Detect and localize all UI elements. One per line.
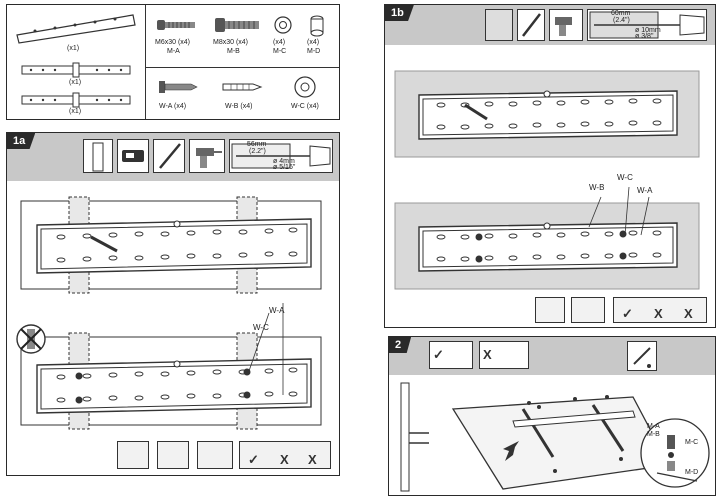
spacer-md-qty: (x4) — [307, 39, 320, 46]
anchor-dia-in: ø 3/8" — [635, 33, 654, 40]
bracket-arm-1 — [21, 62, 131, 78]
verify-ok-mark-1b: ✓ — [622, 306, 633, 321]
correct-mark: ✓ — [433, 347, 444, 362]
lag-bolt-wa-label: W-A (x4) — [159, 103, 187, 110]
callout-wb-1b: W-B — [589, 183, 605, 192]
washer-wc-label: W-C (x4) — [291, 103, 319, 110]
spacer-md-icon — [310, 15, 324, 37]
m6-screw-size: M6x30 (x4) — [155, 39, 191, 46]
verify-result-box: ✓ X X — [239, 441, 331, 469]
drill-bit-diagram-icon — [229, 139, 333, 173]
parts-panel: (x1) (x1) (x1) M6x30 (x4) M-A M8x30 (x4)… — [6, 4, 340, 120]
bracket-side-view — [400, 382, 429, 492]
verify-ok-mark: ✓ — [248, 452, 259, 467]
spacer-md-code: M-D — [307, 48, 321, 55]
verify-drill-icon-1b — [535, 297, 565, 323]
wall-stud-plate-top — [20, 196, 322, 294]
callout-ma-mb: M-A M-B — [647, 423, 660, 438]
pencil-icon — [153, 139, 185, 173]
anchor-wb-icon — [222, 83, 263, 91]
bracket-wall-plate — [16, 14, 136, 44]
drill-icon — [189, 139, 225, 173]
verify-tighten-icon — [197, 441, 233, 469]
stud-icon — [83, 139, 113, 173]
concrete-wall-icon — [485, 9, 513, 41]
bracket-qty-3: (x1) — [69, 108, 82, 115]
callout-mc: M-C — [685, 439, 699, 446]
step-1b-panel: 1b 60mm (2.4") ø 10mm ø 3/8" — [384, 4, 716, 328]
drill-dia-mm: ø 4mm — [273, 158, 295, 165]
lag-bolt-wa-icon — [159, 81, 198, 93]
parts-divider-v — [145, 5, 146, 119]
screwdriver-icon — [627, 341, 657, 371]
bracket-arm-2 — [21, 92, 131, 108]
hardware-zoom-circle — [640, 418, 710, 488]
washer-wc-icon — [294, 76, 316, 98]
washer-mc-icon — [274, 16, 292, 34]
callout-wa-1b: W-A — [637, 186, 653, 195]
stud-finder-icon — [117, 139, 149, 173]
verify-drill-icon — [157, 441, 189, 469]
m8-screw-code: M-B — [227, 48, 240, 55]
washer-mc-qty: (x4) — [273, 39, 286, 46]
no-anchor-warning-icon — [16, 324, 46, 354]
verify-x-mark-2: X — [308, 452, 317, 467]
m8-screw-icon — [215, 18, 259, 32]
callout-md: M-D — [685, 469, 699, 476]
callout-wc-1a: W-C — [253, 323, 269, 332]
wrong-orientation-box: X — [479, 341, 529, 369]
verify-x-mark-1: X — [280, 452, 289, 467]
step-1b-number: 1b — [385, 5, 414, 21]
m6-screw-code: M-A — [167, 48, 180, 55]
verify-x-mark-1b-1: X — [654, 306, 663, 321]
pencil-icon-1b — [517, 9, 545, 41]
anchor-depth-in: (2.4") — [613, 17, 630, 24]
tv-back-illustration — [451, 395, 671, 490]
washer-mc-code: M-C — [273, 48, 287, 55]
anchor-depth-mm: 60mm — [611, 10, 631, 17]
m8-screw-size: M8x30 (x4) — [213, 39, 249, 46]
step-1a-number: 1a — [7, 133, 36, 149]
verify-result-box-1b: ✓ X X — [613, 297, 707, 323]
step-2-number: 2 — [389, 337, 412, 353]
anchor-depth-diagram-icon — [587, 9, 707, 41]
m6-screw-icon — [157, 20, 195, 30]
bracket-qty-2: (x1) — [69, 79, 82, 86]
drill-depth-mm: 56mm — [247, 141, 267, 148]
wrong-mark: X — [483, 347, 492, 362]
bracket-qty-1: (x1) — [67, 45, 80, 52]
anchor-dia-mm: ø 10mm — [635, 27, 661, 34]
anchor-wb-label: W-B (x4) — [225, 103, 253, 110]
verify-x-mark-1b-2: X — [684, 306, 693, 321]
concrete-plate-top — [394, 70, 700, 158]
correct-orientation-box: ✓ — [429, 341, 473, 369]
step-1a-panel: 1a 56mm (2.2") ø 4mm ø 5/16" — [6, 132, 340, 476]
callout-wa-1a: W-A — [269, 306, 285, 315]
parts-divider-h — [145, 67, 339, 68]
drill-depth-in: (2.2") — [249, 148, 266, 155]
drill-dia-in: ø 5/16" — [273, 164, 296, 171]
verify-tighten-icon-1b — [571, 297, 605, 323]
wall-stud-plate-bottom — [20, 303, 322, 430]
concrete-plate-bottom — [394, 186, 700, 290]
step-2-panel: 2 ✓ X M-A M-B M-C M-D — [388, 336, 716, 496]
verify-stud-icon — [117, 441, 149, 469]
callout-wc-1b: W-C — [617, 173, 633, 182]
drill-icon-1b — [549, 9, 583, 41]
